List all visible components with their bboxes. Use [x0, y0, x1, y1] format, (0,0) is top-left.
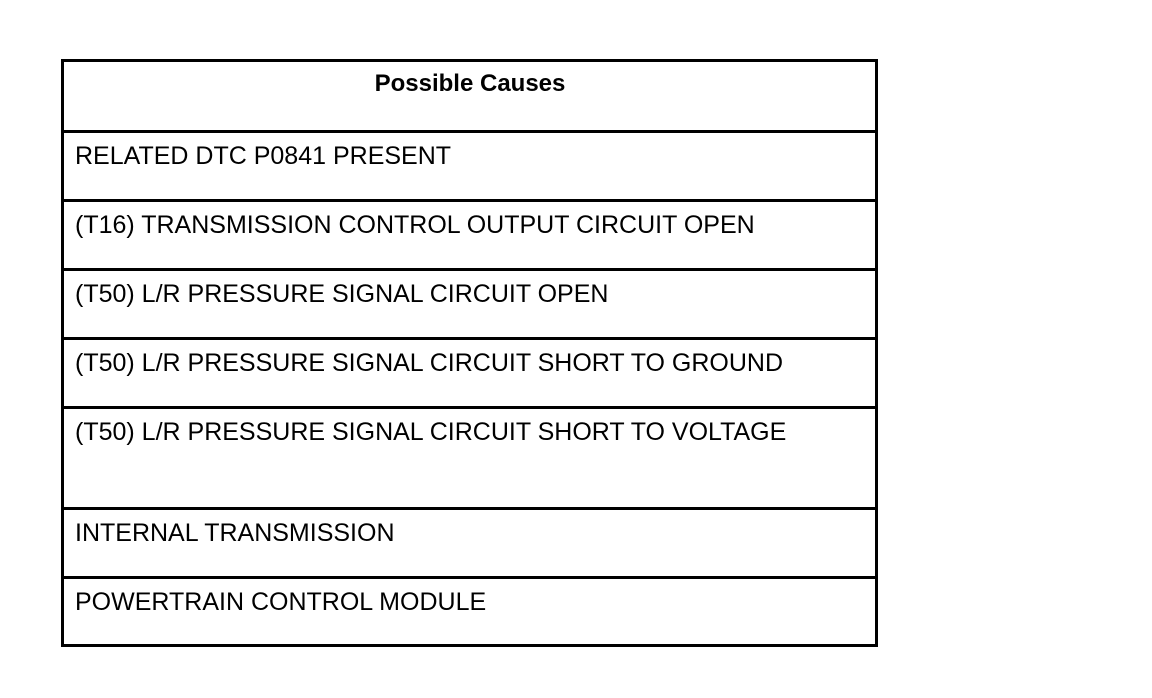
table-row: POWERTRAIN CONTROL MODULE: [64, 576, 875, 644]
table-row: INTERNAL TRANSMISSION: [64, 507, 875, 576]
table-header: Possible Causes: [374, 70, 566, 97]
possible-causes-table: Possible Causes RELATED DTC P0841 PRESEN…: [61, 59, 878, 647]
table-row: RELATED DTC P0841 PRESENT: [64, 130, 875, 199]
table-row: (T50) L/R PRESSURE SIGNAL CIRCUIT SHORT …: [64, 406, 875, 507]
table-row: (T16) TRANSMISSION CONTROL OUTPUT CIRCUI…: [64, 199, 875, 268]
table-row: (T50) L/R PRESSURE SIGNAL CIRCUIT SHORT …: [64, 337, 875, 406]
table-row: (T50) L/R PRESSURE SIGNAL CIRCUIT OPEN: [64, 268, 875, 337]
